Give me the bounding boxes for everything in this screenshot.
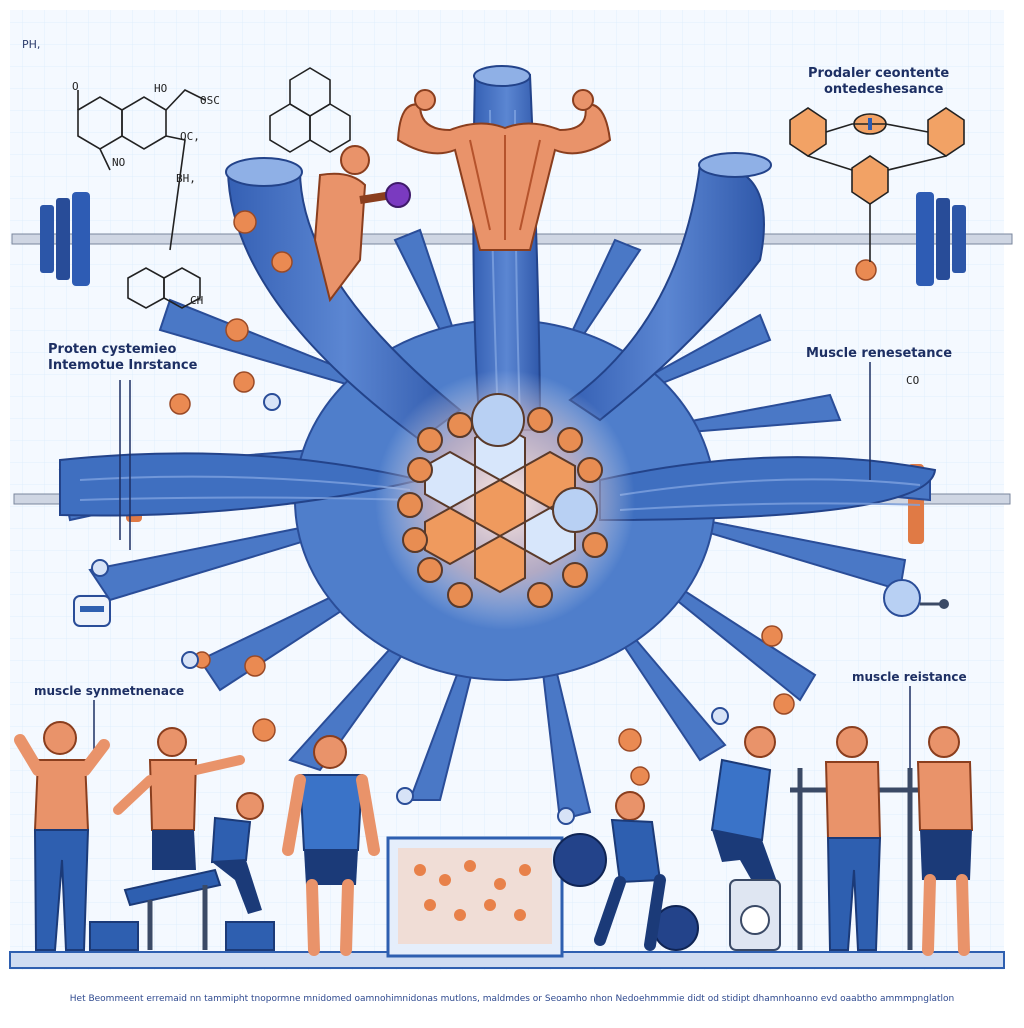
weight-bench <box>89 868 275 951</box>
chem-label-ch: CH <box>190 294 204 307</box>
chemical-structure-top-right <box>789 107 965 262</box>
bottom-caption: Het Beommeent erremaid nn tammipht tnopo… <box>69 994 955 1004</box>
label-top-right-line2: ontedeshesance <box>824 82 944 97</box>
amino-acid-dots <box>169 210 877 786</box>
person-seated-curl <box>210 792 264 914</box>
person-exercise-bike <box>710 726 781 951</box>
person-squatting-plate <box>553 791 699 951</box>
label-top-right-line1: Prodaler ceontente <box>808 66 950 81</box>
chem-label-osc: OSC <box>200 94 220 107</box>
label-top-left: PH, <box>22 38 41 51</box>
protein-food-tray <box>386 836 564 958</box>
label-protein-synthesis: Proten cystemieo Intemotue Inrstance <box>48 342 197 374</box>
chem-label-no: NO <box>112 156 126 169</box>
label-protein-synthesis-line1: Proten cystemieo <box>48 342 177 357</box>
chemical-structure-top-left <box>77 67 351 309</box>
chem-label-co: CO <box>906 374 920 387</box>
person-right-edge <box>916 726 974 956</box>
label-muscle-resistance-mid: Muscle renesetance <box>806 346 953 361</box>
person-front-rack <box>824 726 882 951</box>
small-device-left <box>73 595 111 627</box>
dumbbell-curl-figure <box>313 145 411 303</box>
person-flexing-left <box>14 721 110 951</box>
small-weight-gadget <box>883 579 949 617</box>
person-standing-center <box>282 735 380 956</box>
label-protein-synthesis-line2: Intemotue Inrstance <box>48 358 198 373</box>
chem-label-bh: BH, <box>176 172 196 185</box>
label-muscle-resistance-low: muscle reistance <box>852 670 967 684</box>
protein-hexagon-cluster <box>397 393 608 608</box>
person-pulling-cable <box>113 727 245 870</box>
chem-label-ho: HO <box>154 82 168 95</box>
label-top-right: Prodaler ceontente ontedeshesance <box>808 66 949 98</box>
fiber-strand-tips <box>91 393 729 825</box>
label-muscle-synthesis: muscle synmetnenace <box>34 684 185 698</box>
flexing-torso-figure <box>396 89 612 251</box>
chem-label-oc: OC, <box>180 130 200 143</box>
chem-label-o: O <box>72 80 79 93</box>
